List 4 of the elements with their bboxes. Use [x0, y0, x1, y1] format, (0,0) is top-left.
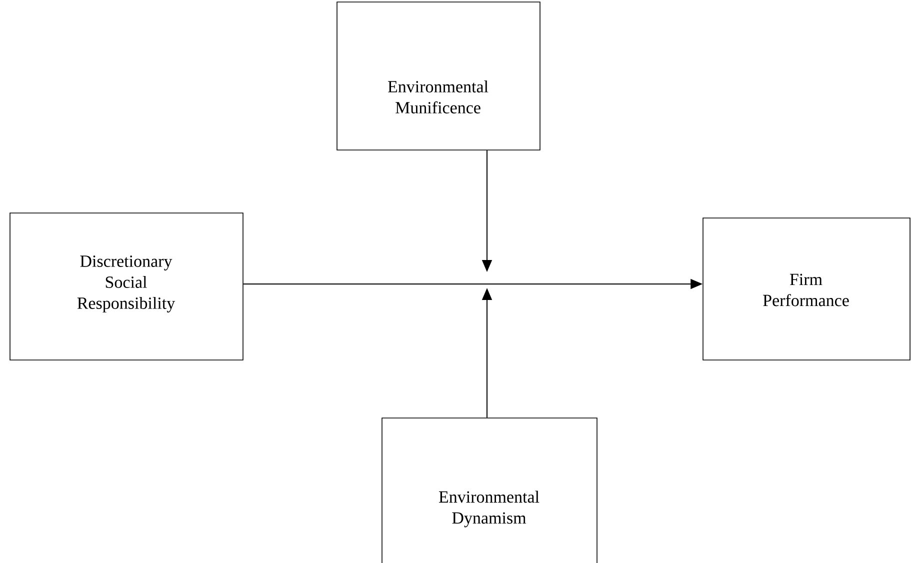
text-box: Firm Performance [702, 218, 910, 360]
text-box: Environmental Munificence [336, 2, 540, 150]
text-box: Discretionary Social Responsibility [10, 212, 244, 360]
text-box: Environmental Dynamism [382, 418, 598, 563]
